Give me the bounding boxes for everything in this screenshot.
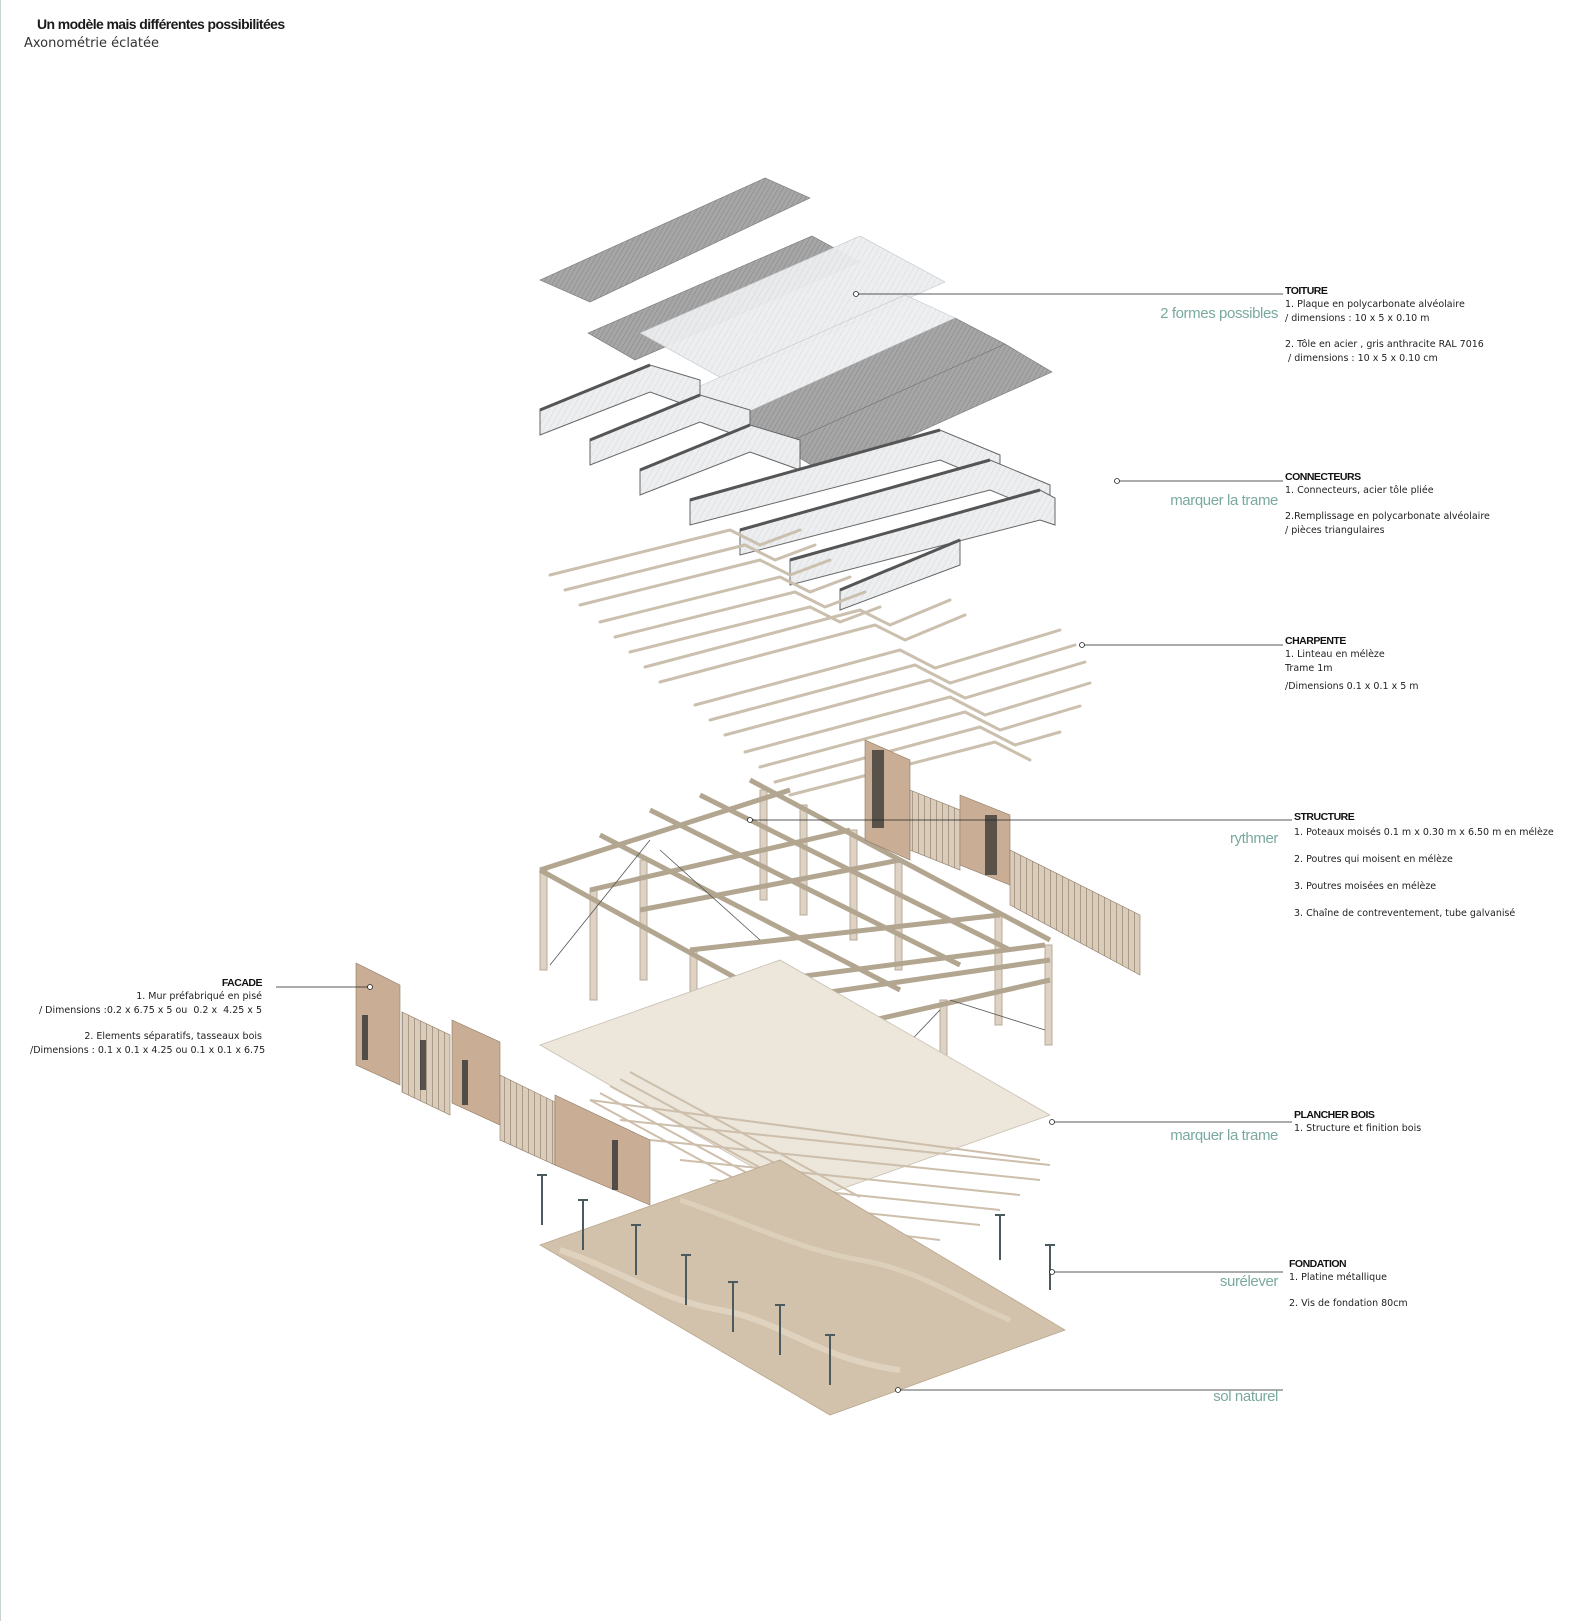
facade-left: [355, 962, 651, 1206]
heading-toiture: TOITURE: [1285, 285, 1328, 297]
structure-line-1: 1. Poteaux moisés 0.1 m x 0.30 m x 6.50 …: [1294, 827, 1554, 838]
keyword-fondation: surélever: [1219, 1273, 1278, 1290]
toiture-line-3: 2. Tôle en acier , gris anthracite RAL 7…: [1285, 339, 1484, 350]
connectors-layer: [539, 363, 1056, 611]
rafter: [693, 628, 1062, 707]
page-title: Un modèle mais différentes possibilitées: [37, 16, 285, 32]
rafter: [788, 740, 1032, 797]
connecteurs-line-1: 1. Connecteurs, acier tôle pliée: [1285, 485, 1434, 496]
rafter: [743, 681, 1092, 754]
facade-line-4: /Dimensions : 0.1 x 0.1 x 4.25 ou 0.1 x …: [30, 1045, 266, 1056]
connector-row: [839, 538, 961, 611]
label-facade: FACADE 1. Mur préfabriqué en pisé / Dime…: [30, 976, 266, 1058]
ground-layer: [539, 1159, 1066, 1416]
rafter: [563, 543, 817, 592]
rafter: [643, 598, 952, 669]
heading-charpente: CHARPENTE: [1285, 635, 1346, 647]
page-subtitle: Axonométrie éclatée: [24, 36, 159, 51]
heading-connecteurs: CONNECTEURS: [1285, 471, 1361, 483]
rafter: [548, 528, 802, 577]
toiture-line-2: / dimensions : 10 x 5 x 0.10 m: [1285, 313, 1430, 324]
roof-panel-polycarbonate: [639, 235, 946, 381]
keyword-sol: sol naturel: [1213, 1388, 1278, 1405]
keyword-toiture: 2 formes possibles: [1160, 305, 1278, 322]
screw-pile: [995, 1214, 1005, 1260]
heading-structure: STRUCTURE: [1294, 811, 1355, 823]
keyword-plancher: marquer la trame: [1170, 1127, 1278, 1144]
plancher-line-1: 1. Structure et finition bois: [1294, 1123, 1422, 1134]
fondation-line-2: 2. Vis de fondation 80cm: [1289, 1298, 1408, 1309]
label-charpente: CHARPENTE 1. Linteau en mélèze Trame 1m …: [1285, 634, 1419, 694]
charpente-line-1: 1. Linteau en mélèze: [1285, 649, 1385, 660]
roof-layer: [539, 177, 1053, 475]
rafter: [613, 590, 867, 639]
foundation-screws: [537, 1174, 1055, 1385]
label-toiture: TOITURE 1. Plaque en polycarbonate alvéo…: [1285, 284, 1484, 366]
keyword-structure: rythmer: [1229, 830, 1278, 847]
heading-fondation: FONDATION: [1289, 1258, 1347, 1270]
roof-panel-metal: [539, 177, 811, 303]
screw-pile: [537, 1174, 547, 1225]
screw-pile: [681, 1254, 691, 1305]
label-fondation: FONDATION 1. Platine métallique 2. Vis d…: [1289, 1257, 1408, 1311]
screw-pile: [1045, 1244, 1055, 1290]
rafter: [658, 613, 967, 684]
toiture-line-4: / dimensions : 10 x 5 x 0.10 cm: [1285, 353, 1438, 364]
leader-lines: [276, 291, 1292, 1393]
screw-pile: [775, 1304, 785, 1355]
rafter: [578, 558, 832, 607]
structure-line-2: 2. Poutres qui moisent en mélèze: [1294, 854, 1453, 865]
rafters-layer: [548, 528, 1092, 797]
floor-layer: [539, 959, 1051, 1201]
connecteurs-line-3: / pièces triangulaires: [1285, 525, 1385, 536]
connecteurs-line-2: 2.Remplissage en polycarbonate alvéolair…: [1285, 511, 1490, 522]
fondation-line-1: 1. Platine métallique: [1289, 1272, 1387, 1283]
structure-line-3: 3. Poutres moisées en mélèze: [1294, 881, 1437, 892]
connector-row: [789, 488, 1056, 586]
rafter: [758, 704, 1082, 769]
label-structure: STRUCTURE 1. Poteaux moisés 0.1 m x 0.30…: [1294, 810, 1554, 921]
structure-line-4: 3. Chaîne de contreventement, tube galva…: [1294, 908, 1516, 919]
page-left-border: [0, 0, 1, 1621]
screw-pile: [728, 1281, 738, 1332]
rafter: [708, 643, 1077, 722]
keyword-connecteurs: marquer la trame: [1170, 492, 1278, 509]
facade-right: [864, 739, 1141, 976]
rafter: [598, 575, 852, 624]
heading-facade: FACADE: [221, 977, 263, 989]
facade-line-2: / Dimensions :0.2 x 6.75 x 5 ou 0.2 x 4.…: [38, 1005, 262, 1016]
facade-line-1: 1. Mur préfabriqué en pisé: [136, 991, 262, 1002]
screw-pile: [631, 1224, 641, 1275]
facade-line-3: 2. Elements séparatifs, tasseaux bois: [84, 1031, 262, 1042]
label-plancher: PLANCHER BOIS 1. Structure et finition b…: [1294, 1108, 1421, 1136]
toiture-line-1: 1. Plaque en polycarbonate alvéolaire: [1285, 299, 1465, 310]
charpente-line-3: /Dimensions 0.1 x 0.1 x 5 m: [1285, 681, 1419, 692]
charpente-line-2: Trame 1m: [1285, 663, 1333, 674]
heading-plancher: PLANCHER BOIS: [1294, 1109, 1375, 1121]
rafter: [628, 605, 882, 654]
screw-pile: [578, 1199, 588, 1250]
screw-pile: [825, 1334, 835, 1385]
label-connecteurs: CONNECTEURS 1. Connecteurs, acier tôle p…: [1285, 470, 1490, 538]
rafter: [723, 660, 1087, 737]
